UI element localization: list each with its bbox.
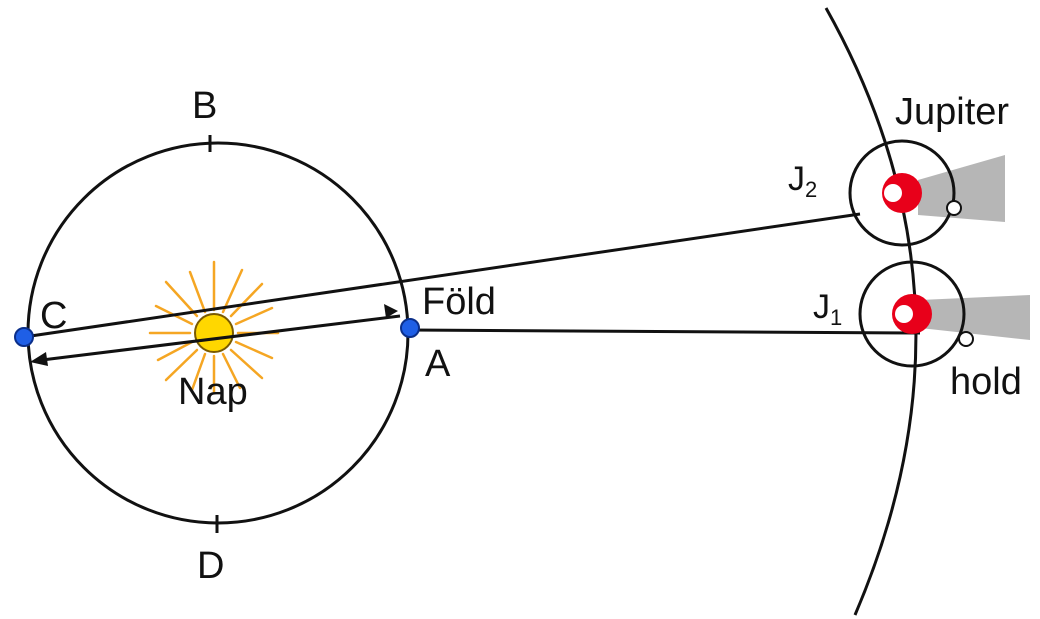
label-earth: Föld: [422, 281, 496, 323]
label-j2-letter: J: [788, 160, 805, 198]
moon-icon-j2: [946, 200, 962, 216]
label-j2: J2: [788, 160, 817, 202]
label-j1: J1: [813, 288, 842, 330]
label-a: A: [425, 343, 451, 385]
label-sun: Nap: [178, 371, 248, 413]
sun-icon: [194, 313, 234, 353]
label-j2-sub: 2: [805, 177, 817, 202]
jupiter-shade-j1: [895, 305, 913, 323]
light-path-c-j2: [23, 212, 861, 339]
arrowhead-right: [384, 304, 398, 318]
label-c: C: [40, 295, 67, 337]
label-moon: hold: [950, 361, 1022, 403]
arrowhead-left: [30, 352, 48, 366]
moon-orbit-j2: [848, 139, 956, 247]
label-jupiter: Jupiter: [895, 91, 1009, 133]
earth-icon-c: [14, 327, 34, 347]
label-j1-letter: J: [813, 288, 830, 326]
shadow-cone-j2: [918, 155, 1005, 222]
moon-icon-j1: [958, 331, 974, 347]
label-b: B: [192, 85, 217, 127]
light-path-a-j1: [409, 328, 921, 335]
jupiter-shade-j2: [884, 184, 902, 202]
shadow-cone-j1: [920, 295, 1030, 340]
earth-icon-a: [400, 318, 420, 338]
label-d: D: [197, 545, 224, 587]
arrow-a-to-c: [41, 314, 401, 362]
label-j1-sub: 1: [830, 305, 842, 330]
moon-orbit-j1: [858, 260, 966, 368]
sun-rays: [148, 260, 280, 394]
